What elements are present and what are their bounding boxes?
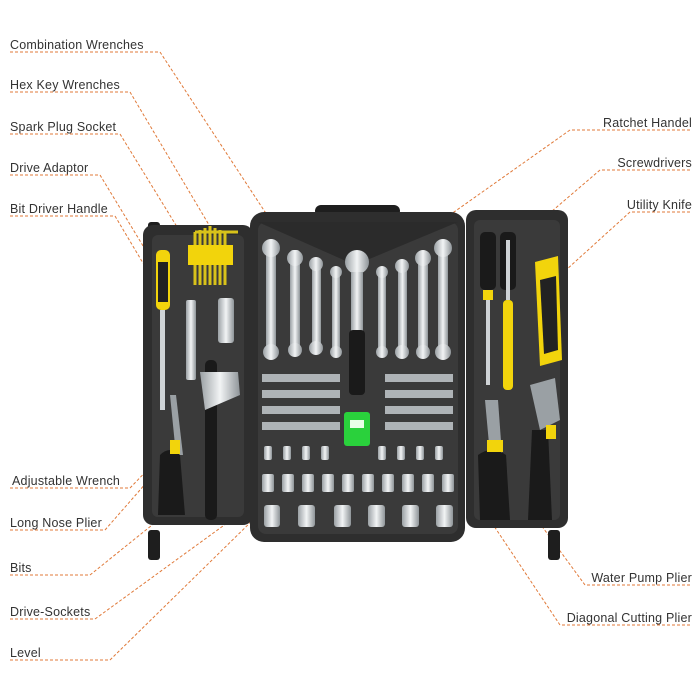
label-bits: Bits bbox=[10, 561, 32, 575]
label-adjustable-wrench: Adjustable Wrench bbox=[12, 474, 121, 488]
center-case-panel bbox=[250, 205, 465, 542]
label-drive-sockets: Drive-Sockets bbox=[10, 605, 91, 619]
label-hex-key-wrenches: Hex Key Wrenches bbox=[10, 78, 120, 92]
left-case-panel bbox=[143, 222, 253, 560]
label-long-nose-plier: Long Nose Plier bbox=[10, 516, 102, 530]
label-drive-adaptor: Drive Adaptor bbox=[10, 161, 89, 175]
bit-rows bbox=[262, 374, 453, 430]
label-diagonal-cutting-plier: Diagonal Cutting Plier bbox=[566, 611, 692, 625]
label-water-pump-plier: Water Pump Plier bbox=[591, 571, 692, 585]
label-combination-wrenches: Combination Wrenches bbox=[10, 38, 144, 52]
label-level: Level bbox=[10, 646, 41, 660]
wrench-set bbox=[262, 239, 452, 360]
right-case-panel bbox=[466, 210, 568, 560]
label-screwdrivers: Screwdrivers bbox=[617, 156, 692, 170]
label-utility-knife: Utility Knife bbox=[626, 198, 692, 212]
label-ratchet-handel: Ratchet Handel bbox=[603, 116, 692, 130]
label-bit-driver-handle: Bit Driver Handle bbox=[10, 202, 108, 216]
socket-rows bbox=[262, 446, 454, 527]
label-spark-plug-socket: Spark Plug Socket bbox=[10, 120, 117, 134]
